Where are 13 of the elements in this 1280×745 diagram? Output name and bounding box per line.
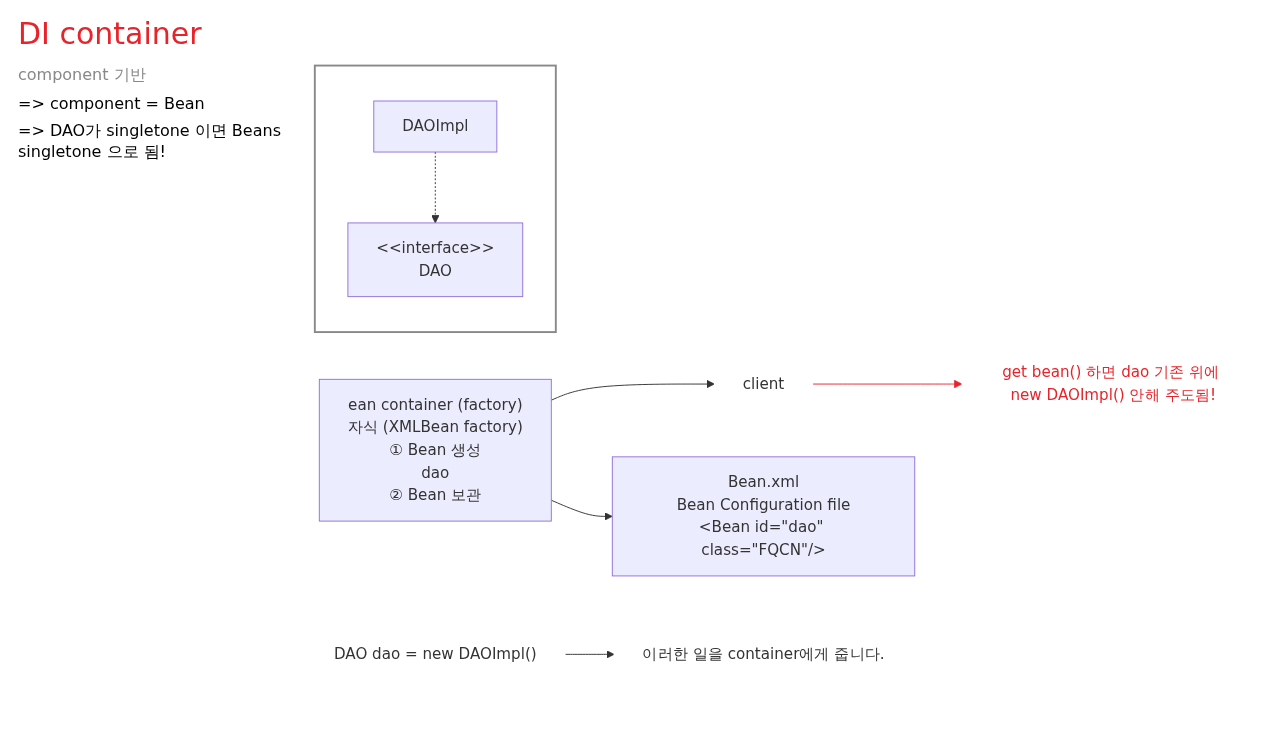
- node-text: client: [742, 374, 785, 393]
- note-text: component 기반: [18, 65, 147, 86]
- node-box: ean container (factory) 자식 (XMLBean factory) ① Bean 생성 dao ② Bean 보관: [318, 378, 552, 522]
- node-text: DAO dao = new DAOImpl(): [333, 644, 537, 663]
- cluster: [313, 64, 557, 333]
- node-text: get bean() 하면 dao 기존 위에 new DAOImpl() 안해 주도됨!: [1002, 363, 1220, 404]
- node-text: 이러한 일을 container에게 줍니다.: [642, 644, 885, 663]
- diagram-title: DI container: [18, 16, 203, 51]
- note-text: => DAO가 singletone 이면 Beans singletone 으로 됨!: [18, 121, 282, 163]
- node-box: Bean.xml Bean Configuration file <Bean id="dao" class="FQCN"/>: [611, 456, 916, 577]
- node-box: DAOImpl: [373, 100, 498, 153]
- note-text: => component = Bean: [18, 94, 206, 113]
- node-box: <<interface>> DAO: [347, 222, 524, 297]
